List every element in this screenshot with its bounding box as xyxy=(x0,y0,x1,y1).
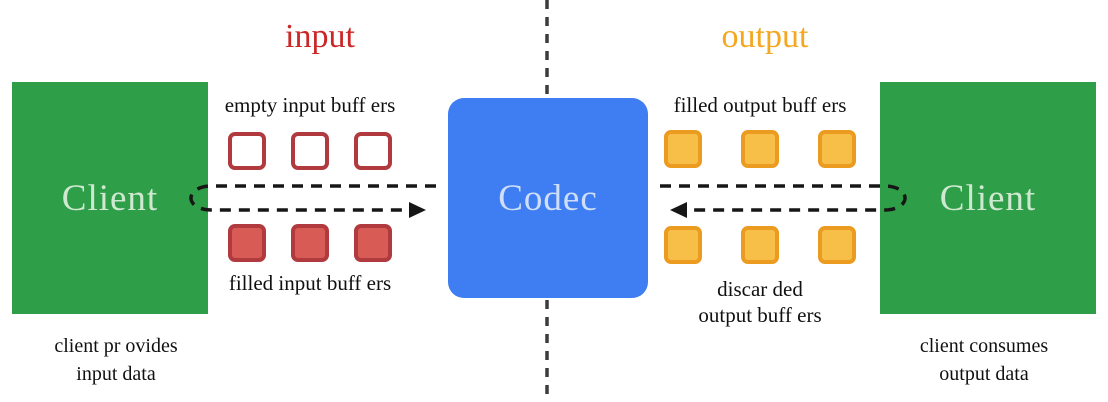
left-client-caption-line2: input data xyxy=(76,363,156,385)
filled-input-buffer-square xyxy=(354,224,392,262)
empty-input-buffer-square xyxy=(354,132,392,170)
empty-input-buffer-square xyxy=(228,132,266,170)
discarded-output-buffer-square xyxy=(818,226,856,264)
discarded-output-buffers-label-line1: discar ded xyxy=(717,277,803,301)
right-client-caption-line1: client consumes xyxy=(919,335,1049,357)
filled-output-buffer-square xyxy=(818,130,856,168)
filled-input-buffer-square xyxy=(228,224,266,262)
discarded-output-buffers-label-line2: output buff ers xyxy=(698,303,822,327)
empty-input-buffer-square xyxy=(291,132,329,170)
left-client-title: Client xyxy=(61,177,159,219)
right-client-box: Client xyxy=(880,82,1096,314)
left-client-caption-line1: client pr ovides xyxy=(54,335,178,357)
left-client-box: Client xyxy=(12,82,208,314)
discarded-output-buffer-square xyxy=(664,226,702,264)
discarded-output-buffer-square xyxy=(741,226,779,264)
filled-input-buffers-label: filled input buff ers xyxy=(228,271,392,295)
right-client-caption: client consumes output data xyxy=(878,332,1090,388)
left-client-caption: client pr ovides input data xyxy=(10,332,222,388)
empty-input-buffers-label: empty input buff ers xyxy=(224,93,396,117)
input-flow-arrow xyxy=(189,184,436,218)
input-section-label: input xyxy=(285,18,355,55)
output-flow-arrow xyxy=(660,184,907,218)
codec-title: Codec xyxy=(498,177,598,219)
filled-output-buffers-label: filled output buff ers xyxy=(673,93,847,117)
right-client-caption-line2: output data xyxy=(939,363,1029,385)
codec-box: Codec xyxy=(448,98,648,298)
filled-input-buffer-square xyxy=(291,224,329,262)
filled-output-buffer-square xyxy=(664,130,702,168)
filled-output-buffer-square xyxy=(741,130,779,168)
discarded-output-buffers-label: discar ded output buff ers xyxy=(650,276,870,328)
right-client-title: Client xyxy=(939,177,1037,219)
output-section-label: output xyxy=(721,18,809,55)
